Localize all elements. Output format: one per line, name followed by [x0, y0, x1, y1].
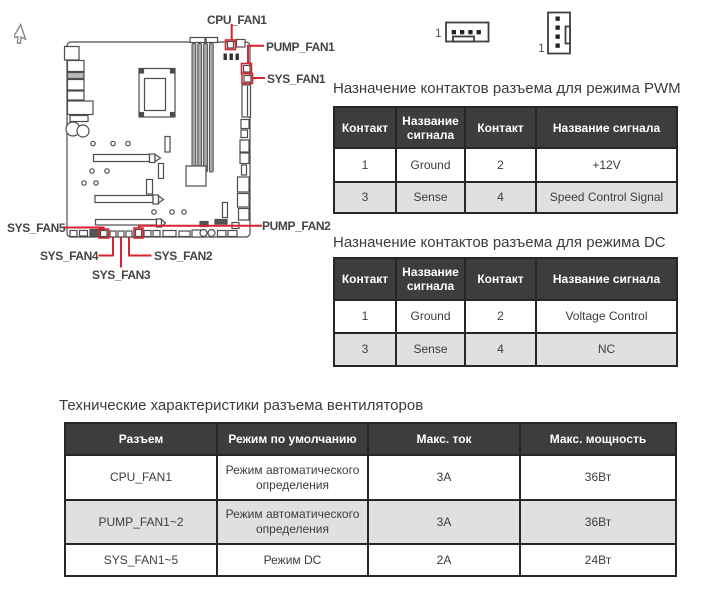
- pwm-cell: +12V: [535, 147, 678, 183]
- callout-box-cpu-fan1: [224, 39, 237, 51]
- spec-section-title: Технические характеристики разъема венти…: [59, 397, 424, 414]
- dc-section-title: Назначение контактов разъема для режима …: [333, 234, 666, 251]
- spec-header-cell: Макс. ток: [367, 422, 521, 456]
- callout-box-sys-fan1: [241, 72, 254, 85]
- label-sys-fan5: SYS_FAN5: [7, 221, 66, 235]
- spec-cell: Режим DC: [216, 543, 369, 577]
- pwm-cell: 3: [333, 181, 397, 214]
- dc-cell: 1: [333, 299, 397, 334]
- label-sys-fan3: SYS_FAN3: [92, 267, 151, 282]
- dc-cell: Sense: [395, 332, 466, 367]
- pwm-cell: Ground: [395, 147, 466, 183]
- mounting-holes: [81, 140, 187, 215]
- sys-fan3-connector: [117, 230, 125, 238]
- spec-cell: 36Вт: [519, 454, 677, 501]
- dc-header-cell: Название сигнала: [535, 257, 678, 301]
- fan-connector-diagrams: [445, 11, 571, 55]
- rear-io-ports: [63, 45, 94, 138]
- pump-fan2-connector: [134, 228, 143, 238]
- spec-cell: 24Вт: [519, 543, 677, 577]
- label-cpu-fan1: CPU_FAN1: [207, 12, 267, 27]
- spec-cell: 2А: [367, 543, 521, 577]
- right-edge-connectors: [236, 84, 252, 221]
- fan-connector-horizontal: [445, 21, 490, 43]
- pwm-section-title: Назначение контактов разъема для режима …: [333, 80, 681, 97]
- spec-cell: Режим автоматического определения: [216, 454, 369, 501]
- pwm-cell: 4: [464, 181, 537, 214]
- spec-cell: SYS_FAN1~5: [64, 543, 218, 577]
- chipset: [185, 165, 207, 187]
- pwm-cell: Speed Control Signal: [535, 181, 678, 214]
- dc-cell: 4: [464, 332, 537, 367]
- sys-fan5-connector: [99, 229, 108, 238]
- spec-cell: 36Вт: [519, 499, 677, 545]
- label-sys-fan1: SYS_FAN1: [267, 72, 326, 86]
- dc-cell: 2: [464, 299, 537, 334]
- pcie-slots: [92, 153, 167, 228]
- pwm-table: Контакт Название сигнала Контакт Названи…: [333, 106, 678, 214]
- dc-header-cell: Контакт: [464, 257, 537, 301]
- motherboard-diagram: [63, 24, 265, 268]
- dc-table: Контакт Название сигнала Контакт Названи…: [333, 257, 678, 367]
- cpu-socket: [138, 67, 176, 118]
- pwm-cell: 2: [464, 147, 537, 183]
- sys-fan2-connector: [125, 230, 133, 238]
- pin1-label-vertical: 1: [538, 41, 545, 55]
- callout-line-pump-fan1: [247, 44, 264, 64]
- callout-box-pump-fan2: [133, 227, 144, 239]
- spec-cell: PUMP_FAN1~2: [64, 499, 218, 545]
- label-sys-fan4: SYS_FAN4: [40, 249, 99, 263]
- sys-fan1-connector: [243, 74, 252, 83]
- pin1-label-horizontal: 1: [435, 26, 442, 40]
- spec-table: Разъем Режим по умолчанию Макс. ток Макс…: [64, 422, 677, 577]
- bottom-edge-connectors: [69, 228, 238, 238]
- spec-cell: Режим автоматического определения: [216, 499, 369, 545]
- spec-header-cell: Макс. мощность: [519, 422, 677, 456]
- pwm-cell: 1: [333, 147, 397, 183]
- spec-cell: 3А: [367, 454, 521, 501]
- pump-fan1-connector: [242, 64, 251, 73]
- dc-cell: NC: [535, 332, 678, 367]
- callout-box-sys-fan5: [98, 228, 110, 239]
- spec-header-cell: Режим по умолчанию: [216, 422, 369, 456]
- pwm-header-cell: Название сигнала: [535, 106, 678, 149]
- fan-connector-vertical: [547, 11, 571, 55]
- cpu-fan1-connector: [226, 40, 235, 49]
- dc-header-cell: Контакт: [333, 257, 397, 301]
- label-pump-fan2: PUMP_FAN2: [262, 219, 331, 233]
- dc-cell: Ground: [395, 299, 466, 334]
- pwm-cell: Sense: [395, 181, 466, 214]
- label-pump-fan1: PUMP_FAN1: [266, 40, 335, 54]
- spec-cell: CPU_FAN1: [64, 454, 218, 501]
- pwm-header-cell: Название сигнала: [395, 106, 466, 149]
- label-sys-fan2: SYS_FAN2: [154, 249, 213, 263]
- dc-header-cell: Название сигнала: [395, 257, 466, 301]
- pwm-header-cell: Контакт: [464, 106, 537, 149]
- dc-cell: Voltage Control: [535, 299, 678, 334]
- mouse-cursor-icon: [14, 22, 27, 45]
- callout-line-sys-fan2: [128, 237, 152, 257]
- spec-header-cell: Разъем: [64, 422, 218, 456]
- sys-fan4-connector: [109, 230, 117, 238]
- dc-cell: 3: [333, 332, 397, 367]
- pwm-header-cell: Контакт: [333, 106, 397, 149]
- spec-cell: 3А: [367, 499, 521, 545]
- callout-line-sys-fan4: [98, 237, 114, 257]
